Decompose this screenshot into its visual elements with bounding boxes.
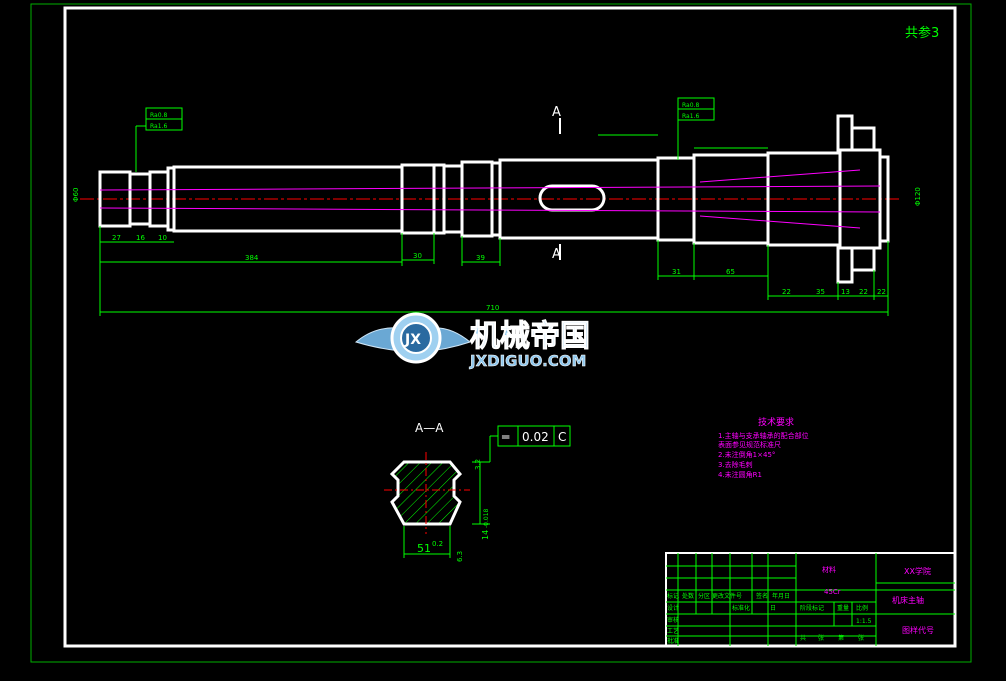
section-label-bottom: A [552, 247, 561, 262]
taper-bore-lines [99, 169, 881, 229]
tech-req-item: 表面参见规范标准尺 [718, 440, 781, 449]
watermark: JX 机械帝国 JXDIGUO.COM [354, 312, 591, 370]
section-height-tol: -0.018 [483, 508, 490, 528]
keyway-slot [538, 184, 606, 212]
dim-7: 31 [672, 268, 681, 276]
dim-dia-left: Φ60 [72, 188, 80, 202]
tol-symbol: ═ [501, 430, 510, 444]
tb-std-label: 标准化 [732, 604, 750, 612]
callout-right-1: Ra0.8 [682, 102, 699, 109]
tb-school: XX学院 [904, 566, 931, 576]
dim-4: 384 [245, 254, 259, 262]
tol-value: 0.02 [522, 430, 549, 444]
flange-detail [836, 114, 876, 284]
tb-material: 45Cr [824, 588, 841, 596]
tb-drawing-no: 图样代号 [902, 625, 934, 635]
section-width-tol: 0.2 [432, 540, 443, 548]
dimension-lines [99, 110, 889, 316]
callout-right-2: Ra1.6 [682, 113, 699, 120]
tb-date-label: 日 [770, 605, 776, 612]
dim-6: 39 [476, 254, 485, 262]
section-marker-bottom: A [552, 244, 561, 262]
dim-5: 30 [413, 252, 422, 260]
dim-3: 10 [158, 234, 167, 242]
outer-sheet-border [30, 3, 972, 663]
dim-8: 65 [726, 268, 735, 276]
watermark-url: JXDIGUO.COM [469, 352, 586, 370]
section-width: 51 [417, 542, 431, 555]
tol-datum: C [558, 430, 566, 444]
tech-req-title: 技术要求 [758, 416, 794, 428]
tb-role: 设计 [667, 604, 679, 612]
tb-sheet-label: 张 [818, 634, 824, 642]
dim-dia-right: Φ120 [914, 187, 922, 206]
section-marker-top: A [552, 105, 561, 134]
section-height: 14 [481, 530, 490, 540]
callout-right: Ra0.8 Ra1.6 [677, 97, 715, 121]
dim-12: 22 [859, 288, 868, 296]
tb-header: 处数 [682, 592, 694, 600]
tb-ratio-label: 比例 [856, 604, 868, 612]
flat-ra: 6.3 [456, 551, 464, 562]
watermark-name: 机械帝国 [470, 319, 590, 354]
dim-total-length: 710 [486, 304, 499, 312]
drawing-frame [63, 6, 957, 648]
section-title: A—A [415, 421, 444, 435]
tb-header: 标记 [667, 592, 679, 600]
section-label-top: A [552, 105, 561, 120]
dim-10: 35 [816, 288, 825, 296]
section-ra: 3.2 [474, 459, 482, 470]
title-block: 标记 处数 分区 更改文件号 签名 年月日 设计 审核 工艺 批准 标准化 日 … [665, 552, 956, 647]
callout-left-1: Ra0.8 [150, 112, 167, 119]
tb-header: 签名 [756, 592, 768, 600]
corner-mark: 共参3 [905, 25, 939, 41]
cross-section-view [384, 452, 470, 534]
dim-1: 27 [112, 234, 121, 242]
dim-9: 22 [782, 288, 791, 296]
section-dim-lines [403, 435, 498, 558]
shaft-profile [98, 148, 890, 250]
tb-sheet-total: 共 [800, 634, 806, 642]
tech-req-item: 4.未注圆角R1 [718, 470, 762, 479]
tb-header: 年月日 [772, 592, 790, 600]
tb-header: 更改文件号 [712, 592, 742, 600]
dim-13: 22 [877, 288, 886, 296]
tb-sheet-no-label: 张 [858, 634, 864, 642]
dim-11: 13 [841, 288, 850, 296]
dim-2: 16 [136, 234, 145, 242]
tb-stage-label: 阶段标记 [800, 604, 824, 612]
tolerance-frame: ═ 0.02 C [497, 425, 571, 447]
tb-role: 审核 [667, 616, 679, 624]
tb-header: 分区 [698, 592, 710, 600]
tb-scale: 1:1.5 [856, 618, 872, 625]
tech-req-item: 1.主轴与支承轴承的配合部位 [718, 431, 809, 440]
callout-left: Ra0.8 Ra1.6 [145, 107, 183, 131]
tb-weight-label: 重量 [837, 604, 849, 612]
tb-role: 批准 [667, 637, 679, 645]
tb-sheet-no: 第 [838, 634, 844, 642]
callout-left-2: Ra1.6 [150, 123, 167, 130]
watermark-emblem: JX [404, 332, 421, 348]
tech-req-item: 3.去除毛刺 [718, 460, 753, 469]
tech-req-item: 2.未注倒角1×45° [718, 450, 775, 459]
tb-material-label: 材料 [822, 565, 836, 574]
tech-requirements: 技术要求 1.主轴与支承轴承的配合部位 表面参见规范标准尺 2.未注倒角1×45… [718, 416, 809, 479]
tb-part-name: 机床主轴 [892, 595, 924, 605]
dimension-texts: 710 27 16 10 384 30 39 31 65 22 35 13 22… [72, 187, 922, 312]
tb-role: 工艺 [667, 627, 679, 635]
